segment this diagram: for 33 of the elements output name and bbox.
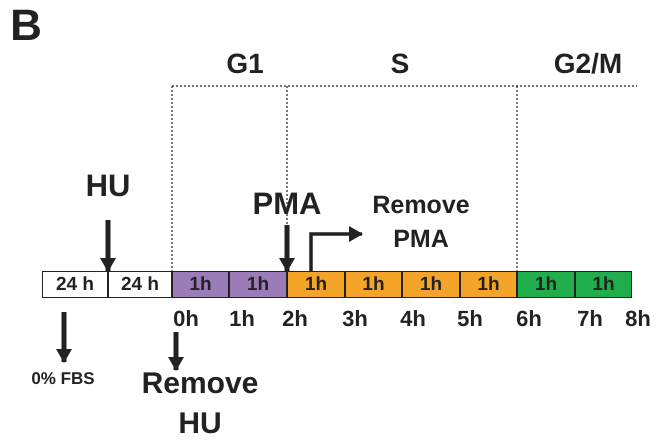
- time-segment: 24 h: [108, 271, 172, 298]
- arrow: [100, 220, 116, 272]
- time-segment: 1h: [517, 271, 575, 298]
- time-segment: 1h: [345, 271, 402, 298]
- hour-label: 4h: [400, 308, 426, 330]
- phase-label: G2/M: [554, 50, 622, 78]
- arrow: [168, 332, 184, 371]
- hour-label: 6h: [516, 308, 542, 330]
- treatment-label: HU: [68, 168, 148, 208]
- hour-label: 5h: [457, 308, 483, 330]
- time-segment: 1h: [460, 271, 517, 298]
- arrow: [56, 312, 72, 363]
- time-segment: 1h: [172, 271, 229, 298]
- treatment-label: 0% FBS: [8, 368, 118, 390]
- hour-label: 7h: [577, 308, 603, 330]
- hour-label: 2h: [282, 308, 308, 330]
- phase-label: S: [390, 50, 410, 78]
- hour-label: 8h: [625, 308, 651, 330]
- arrow: [279, 225, 295, 272]
- hour-label: 1h: [229, 308, 255, 330]
- time-segment: 1h: [287, 271, 345, 298]
- time-segment: 1h: [402, 271, 460, 298]
- time-segment: 24 h: [42, 271, 108, 298]
- treatment-label: PMA: [237, 186, 337, 222]
- arrow: [309, 226, 363, 271]
- treatment-label: Remove HU: [120, 364, 280, 440]
- phase-label: G1: [226, 50, 264, 78]
- hour-label: 0h: [166, 308, 206, 330]
- time-segment: 1h: [229, 271, 287, 298]
- treatment-label: Remove PMA: [362, 188, 480, 256]
- hour-label: 3h: [342, 308, 368, 330]
- time-segment: 1h: [575, 271, 632, 298]
- panel-letter: B: [10, 4, 42, 48]
